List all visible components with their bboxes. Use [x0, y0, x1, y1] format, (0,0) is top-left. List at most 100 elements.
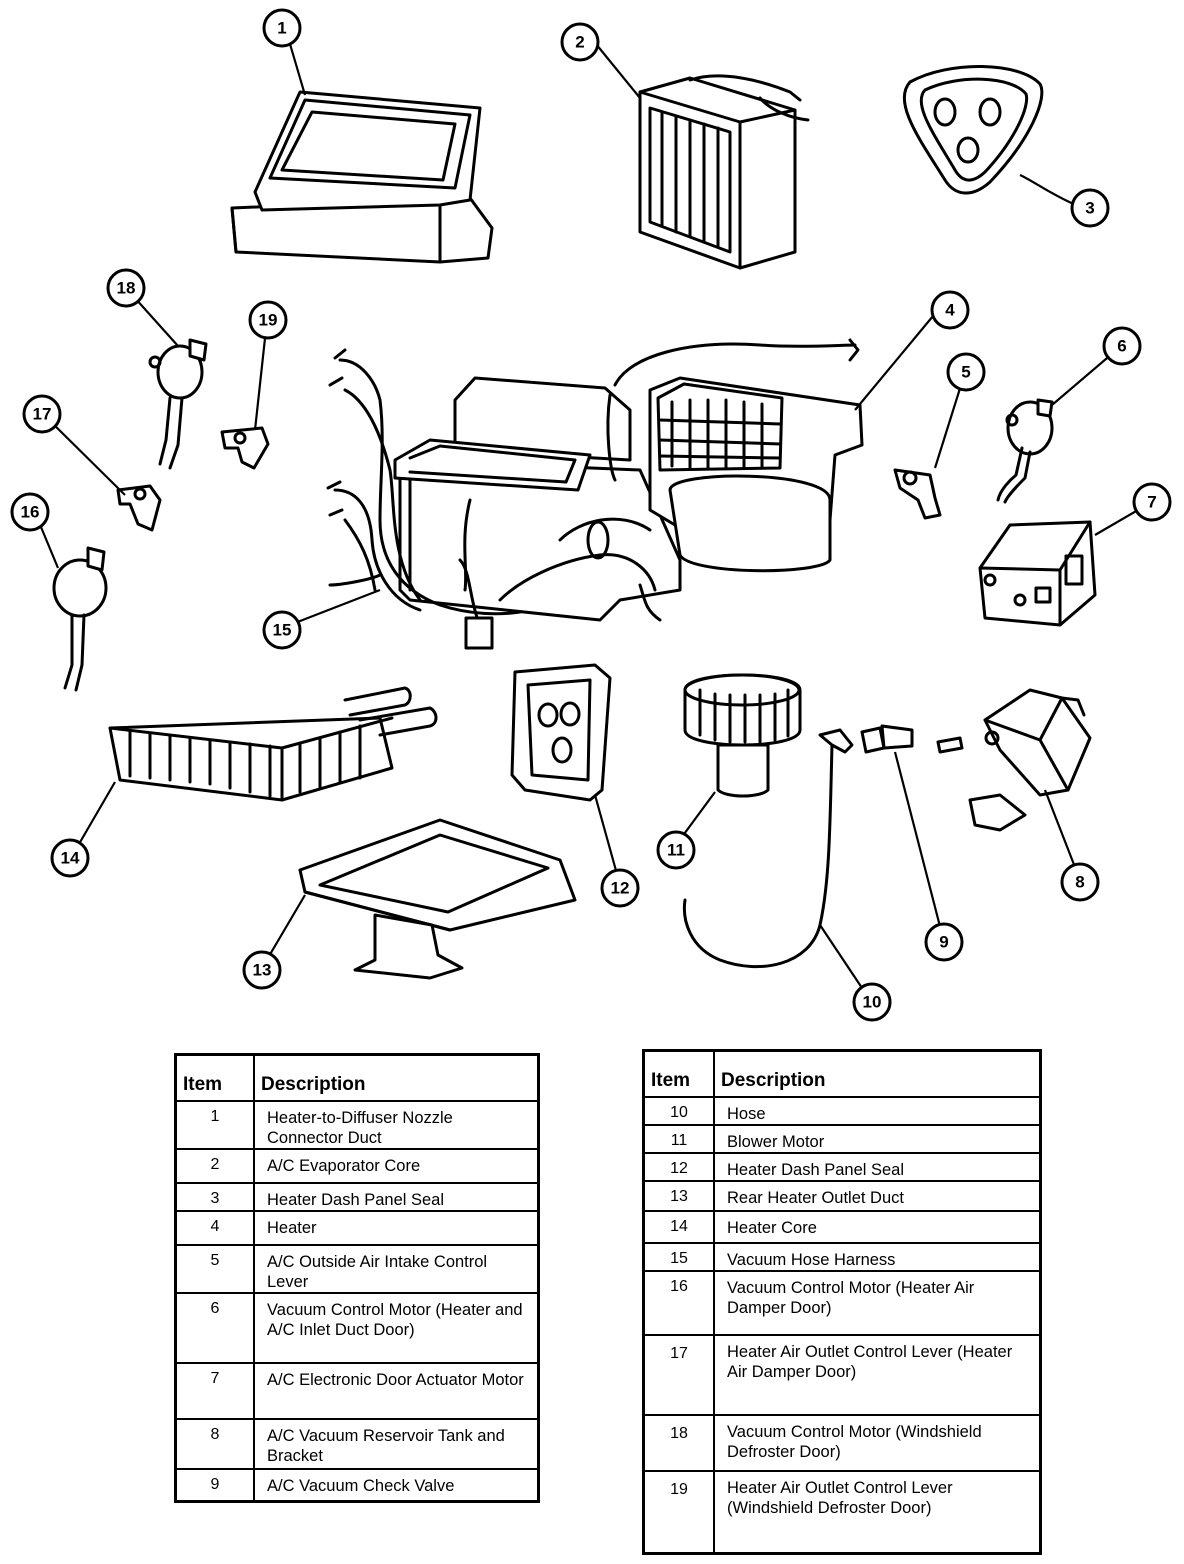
item-description: Vacuum Control Motor (Heater Air Damper … — [713, 1270, 1042, 1336]
svg-text:1: 1 — [277, 19, 286, 38]
item-description: Vacuum Control Motor (Heater and A/C Inl… — [253, 1292, 540, 1364]
description-column-header: Description — [253, 1053, 540, 1102]
item-column-header: Item — [174, 1053, 255, 1102]
item-number: 17 — [642, 1334, 715, 1416]
callout-16: 16 — [10, 492, 50, 532]
description-column-header: Description — [713, 1049, 1042, 1098]
item-number: 14 — [642, 1210, 715, 1244]
item-number: 5 — [174, 1244, 255, 1294]
part-8-vacuum-reservoir — [968, 688, 1092, 832]
svg-text:13: 13 — [253, 961, 272, 980]
part-17-outlet-control-lever — [116, 484, 162, 532]
part-15-vacuum-hose-harness — [326, 348, 662, 650]
item-number: 6 — [174, 1292, 255, 1364]
callout-5: 5 — [946, 352, 986, 392]
item-number: 15 — [642, 1242, 715, 1272]
svg-text:7: 7 — [1147, 493, 1156, 512]
callout-13: 13 — [242, 950, 282, 990]
svg-text:5: 5 — [961, 363, 970, 382]
item-description: A/C Evaporator Core — [253, 1148, 540, 1184]
part-4-heater-assembly — [393, 338, 864, 622]
legend-header-row: Item Description — [642, 1049, 1042, 1098]
item-description: A/C Vacuum Check Valve — [253, 1468, 540, 1502]
callout-12: 12 — [600, 868, 640, 908]
item-description: Vacuum Hose Harness — [713, 1242, 1042, 1272]
item-number: 8 — [174, 1418, 255, 1470]
part-1-connector-duct — [230, 90, 494, 264]
item-number: 1 — [174, 1100, 255, 1150]
item-description: Heater Dash Panel Seal — [713, 1152, 1042, 1182]
svg-text:16: 16 — [21, 503, 40, 522]
svg-text:8: 8 — [1075, 873, 1084, 892]
svg-text:9: 9 — [939, 933, 948, 952]
svg-text:18: 18 — [117, 279, 136, 298]
item-description: Heater Air Outlet Control Lever (Heater … — [713, 1334, 1042, 1416]
item-number: 13 — [642, 1180, 715, 1212]
svg-text:12: 12 — [611, 879, 630, 898]
callout-18: 18 — [106, 268, 146, 308]
item-description: Rear Heater Outlet Duct — [713, 1180, 1042, 1212]
svg-text:2: 2 — [575, 33, 584, 52]
item-description: Heater Core — [713, 1210, 1042, 1244]
callout-15: 15 — [262, 610, 302, 650]
callout-10: 10 — [852, 982, 892, 1022]
item-number: 12 — [642, 1152, 715, 1182]
callout-11: 11 — [656, 830, 696, 870]
item-number: 18 — [642, 1414, 715, 1472]
part-18-vacuum-motor — [148, 338, 208, 470]
svg-text:11: 11 — [667, 841, 685, 860]
part-14-heater-core — [108, 686, 438, 802]
part-10-hose — [682, 728, 854, 968]
item-description: Heater Dash Panel Seal — [253, 1182, 540, 1212]
part-13-rear-outlet-duct — [298, 818, 577, 980]
item-description: A/C Outside Air Intake Control Lever — [253, 1244, 540, 1294]
svg-text:10: 10 — [863, 993, 882, 1012]
callout-8: 8 — [1060, 862, 1100, 902]
callout-17: 17 — [22, 394, 62, 434]
item-description: Hose — [713, 1096, 1042, 1126]
item-description: Blower Motor — [713, 1124, 1042, 1154]
item-number: 16 — [642, 1270, 715, 1336]
item-number: 9 — [174, 1468, 255, 1502]
part-12-dash-panel-seal — [510, 663, 612, 802]
item-description: A/C Vacuum Reservoir Tank and Bracket — [253, 1418, 540, 1470]
callout-3: 3 — [1070, 188, 1110, 228]
legend-header-row: Item Description — [174, 1053, 540, 1102]
part-16-vacuum-motor — [52, 546, 108, 692]
svg-text:3: 3 — [1085, 199, 1094, 218]
svg-text:4: 4 — [945, 301, 955, 320]
svg-text:15: 15 — [273, 621, 292, 640]
svg-text:19: 19 — [259, 311, 278, 330]
item-description: Heater — [253, 1210, 540, 1246]
part-2-evaporator-core — [638, 74, 810, 270]
callout-9: 9 — [924, 922, 964, 962]
item-number: 11 — [642, 1124, 715, 1154]
item-number: 19 — [642, 1470, 715, 1554]
part-6-vacuum-motor — [996, 398, 1054, 504]
part-7-door-actuator — [978, 520, 1097, 627]
svg-text:14: 14 — [61, 849, 80, 868]
item-description: Vacuum Control Motor (Windshield Defrost… — [713, 1414, 1042, 1472]
item-number: 4 — [174, 1210, 255, 1246]
item-description: A/C Electronic Door Actuator Motor — [253, 1362, 540, 1420]
item-column-header: Item — [642, 1049, 715, 1098]
callout-7: 7 — [1132, 482, 1172, 522]
part-3-dash-panel-seal — [902, 64, 1044, 195]
exploded-parts-diagram: 1 2 3 4 5 6 7 8 9 10 11 12 13 14 15 16 1… — [10, 8, 1172, 1022]
